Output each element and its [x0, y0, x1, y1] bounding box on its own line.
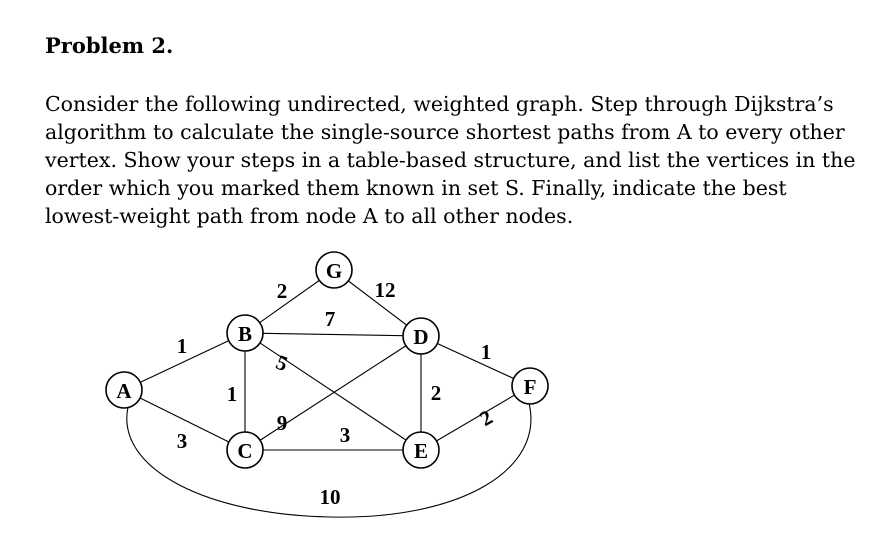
problem-title: Problem 2.	[45, 33, 174, 58]
edge-weight-g-d: 12	[375, 278, 396, 302]
edge-c-d	[244, 335, 422, 451]
edge-weight-a-b: 1	[177, 334, 188, 358]
node-label: F	[524, 375, 537, 399]
node-circle	[511, 367, 549, 405]
node-circle	[315, 251, 353, 289]
edge-a-f	[126, 402, 532, 518]
node-g: G	[315, 251, 353, 289]
edge-d-f	[420, 335, 531, 387]
node-circle	[226, 431, 264, 469]
edge-weight-a-c: 3	[177, 429, 188, 453]
node-circle	[105, 371, 143, 409]
edge-weight-b-c: 1	[227, 382, 238, 406]
edge-weight-c-e: 3	[340, 423, 351, 447]
node-circle	[402, 317, 440, 355]
edge-weight-e-f: 2	[475, 405, 496, 431]
edge-a-b	[123, 332, 246, 391]
problem-statement: Consider the following undirected, weigh…	[45, 92, 856, 228]
node-f: F	[511, 367, 549, 405]
edge-a-c	[123, 389, 246, 451]
edge-weight-a-f: 10	[320, 485, 341, 509]
edge-b-d	[244, 332, 422, 337]
node-circle	[402, 431, 440, 469]
node-d: D	[402, 317, 440, 355]
node-label: E	[414, 439, 428, 463]
node-a: A	[105, 371, 143, 409]
node-label: A	[116, 379, 132, 403]
edge-weight-c-d: 9	[277, 411, 288, 435]
node-circle	[226, 314, 264, 352]
edge-b-e	[244, 332, 422, 451]
node-label: C	[237, 439, 252, 463]
node-label: G	[326, 259, 342, 283]
edge-e-f	[420, 385, 531, 451]
edge-weight-b-d: 7	[325, 307, 336, 331]
node-label: B	[238, 322, 252, 346]
node-b: B	[226, 314, 264, 352]
node-c: C	[226, 431, 264, 469]
nodes-layer: A B C D E F G	[105, 251, 549, 469]
node-label: D	[413, 325, 428, 349]
edge-weight-d-e: 2	[431, 381, 442, 405]
edge-weight-b-g: 2	[277, 279, 288, 303]
node-e: E	[402, 431, 440, 469]
edge-weight-d-f: 1	[481, 340, 492, 364]
